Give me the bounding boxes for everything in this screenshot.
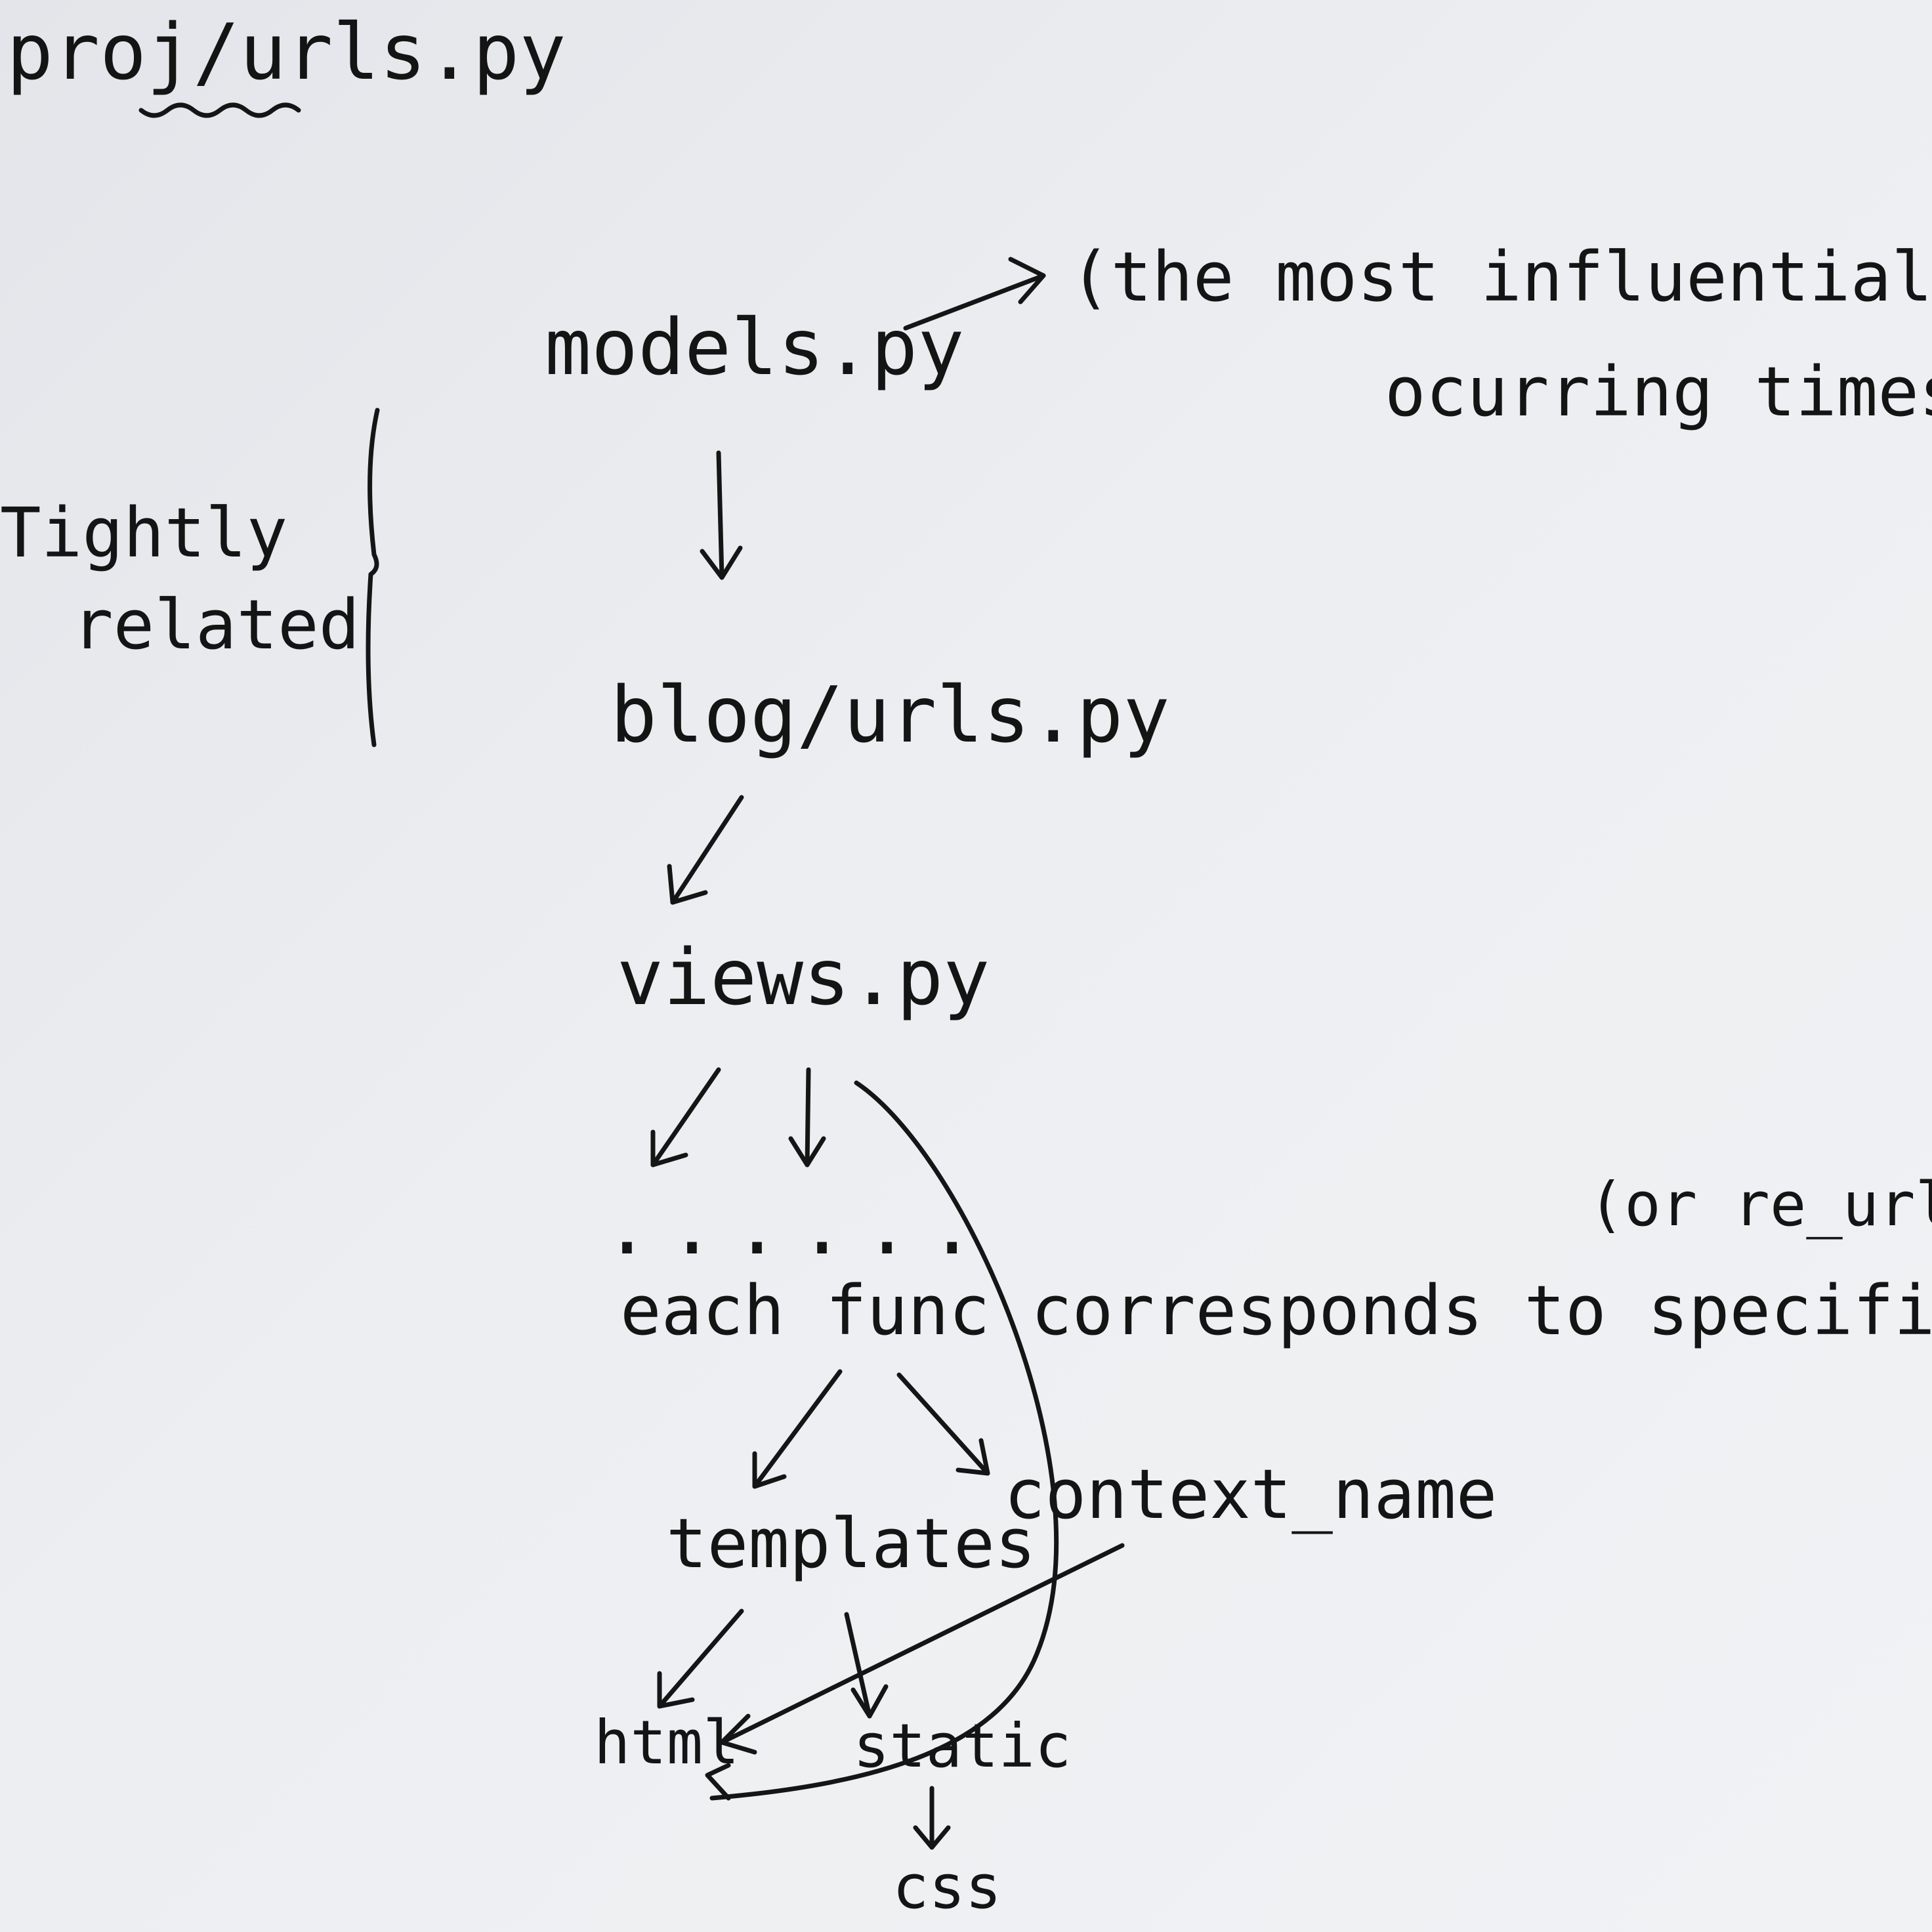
- models-note-line2: ocurring times or e: [1385, 352, 1932, 432]
- node-models: models.py: [545, 302, 965, 392]
- arrow-func-to-templates: [752, 1369, 843, 1489]
- arrow-models-to-note: [903, 257, 1046, 331]
- arrow-blog-urls-to-views: [667, 795, 744, 905]
- ellipsis-dots: ......: [604, 1181, 994, 1272]
- curve-views-to-html: [709, 1080, 1059, 1801]
- node-css: css: [892, 1852, 1002, 1922]
- models-note-line1: (the most influential one,: [1070, 237, 1932, 317]
- node-context-name: context_name: [1004, 1454, 1498, 1534]
- tightly-related-bracket: [366, 408, 380, 747]
- page-title: proj/urls.py: [7, 7, 566, 97]
- related-label: related: [72, 585, 360, 665]
- arrow-templates-to-static: [844, 1612, 889, 1719]
- curve-views-to-html-head: [705, 1763, 731, 1801]
- each-func-caption: each func corresponds to specific urls (…: [620, 1270, 1932, 1351]
- node-blog-urls: blog/urls.py: [610, 669, 1170, 760]
- node-html: html: [594, 1708, 740, 1778]
- node-templates: templates: [666, 1503, 1036, 1584]
- re-urls-note: (or re_urls): [1588, 1169, 1932, 1240]
- tightly-label: Tightly: [0, 493, 288, 573]
- title-underline: [138, 102, 301, 118]
- arrow-context-name-to-html: [719, 1543, 1125, 1755]
- node-views: views.py: [617, 932, 990, 1022]
- arrow-templates-to-html: [657, 1608, 744, 1709]
- arrow-func-to-context-name: [896, 1372, 990, 1476]
- arrow-models-to-blog-urls: [700, 450, 743, 580]
- arrow-views-left: [650, 1067, 721, 1167]
- arrow-views-middle: [788, 1067, 826, 1167]
- arrow-static-to-css: [913, 1786, 951, 1850]
